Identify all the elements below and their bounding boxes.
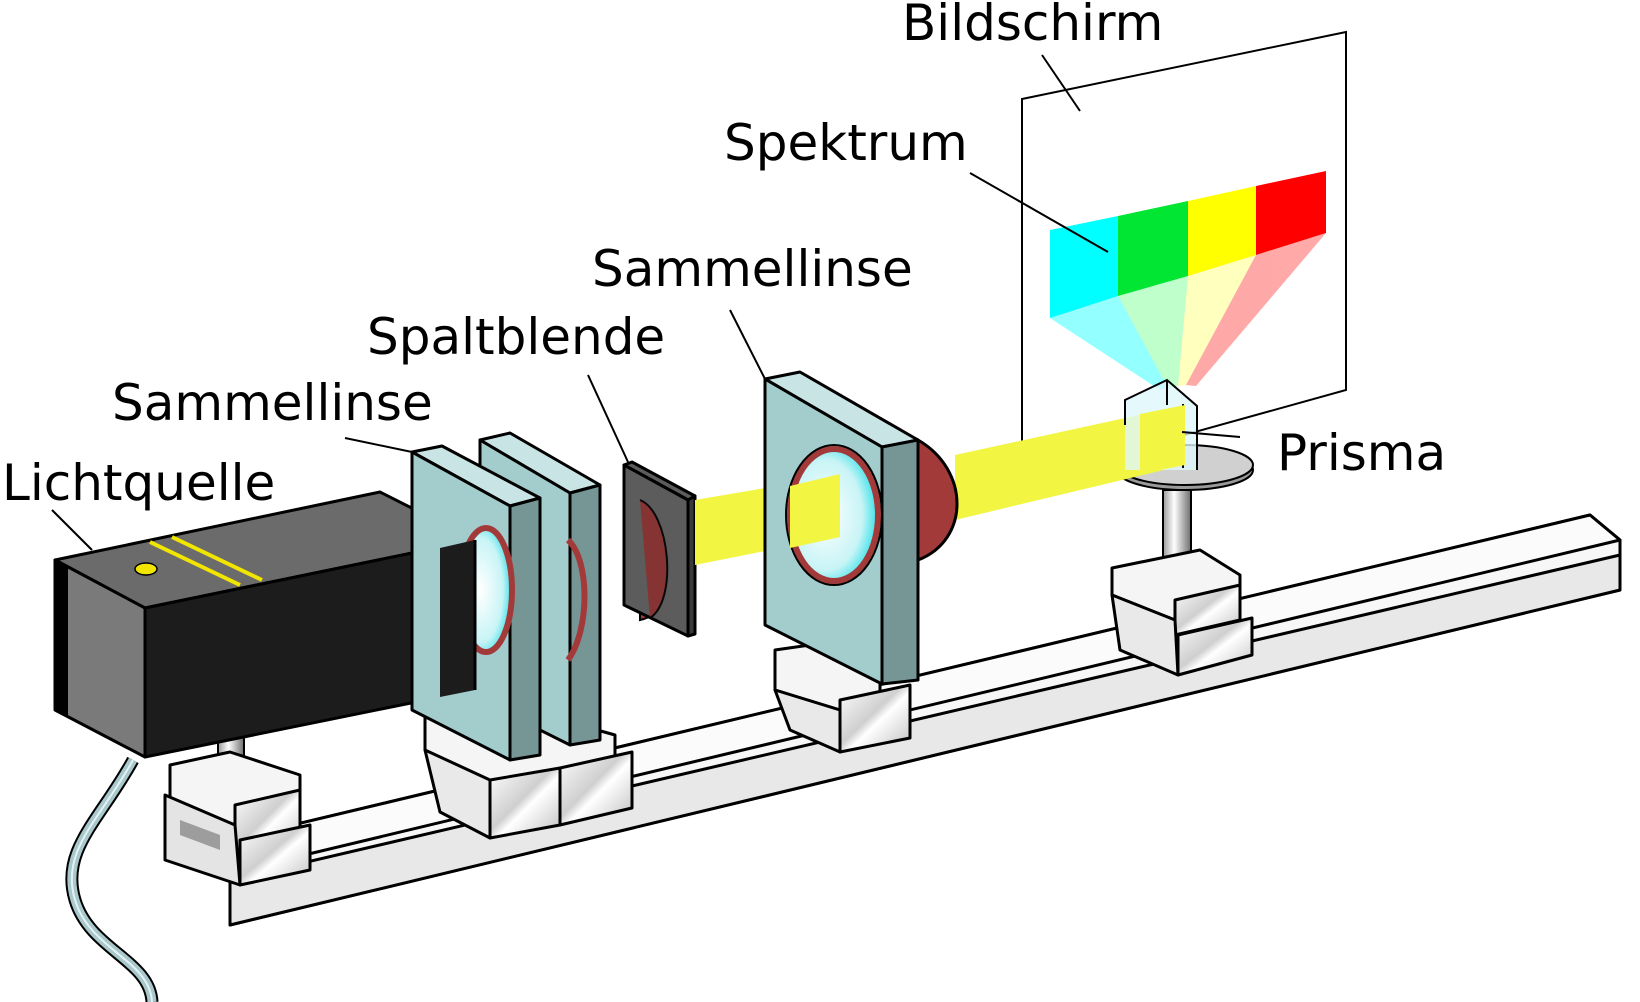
label-spectrum: Spektrum [724, 114, 968, 172]
label-lens-1: Sammellinse [112, 374, 433, 432]
slit-diaphragm [622, 460, 697, 638]
leader-lines [51, 54, 1241, 551]
spectrum-band-red [1256, 171, 1326, 255]
label-slit: Spaltblende [367, 308, 665, 366]
label-screen: Bildschirm [902, 0, 1163, 52]
label-prism: Prisma [1277, 424, 1446, 482]
label-light-source: Lichtquelle [2, 454, 275, 512]
spectrum [1050, 171, 1326, 318]
prism-stand [1110, 444, 1254, 677]
light-source [53, 490, 477, 759]
lens2 [763, 370, 959, 686]
power-cable [65, 756, 159, 1002]
lamp-rider [163, 734, 312, 887]
spectrum-band-yellow [1188, 186, 1256, 276]
prism [1124, 378, 1198, 474]
spectrum-band-cyan [1050, 216, 1118, 318]
lens1 [410, 431, 602, 762]
labels: Bildschirm Spektrum Sammellinse Spaltble… [2, 0, 1446, 512]
dispersed-rays [1050, 233, 1326, 390]
spectrum-band-green [1118, 201, 1188, 296]
label-lens-2: Sammellinse [592, 240, 913, 298]
